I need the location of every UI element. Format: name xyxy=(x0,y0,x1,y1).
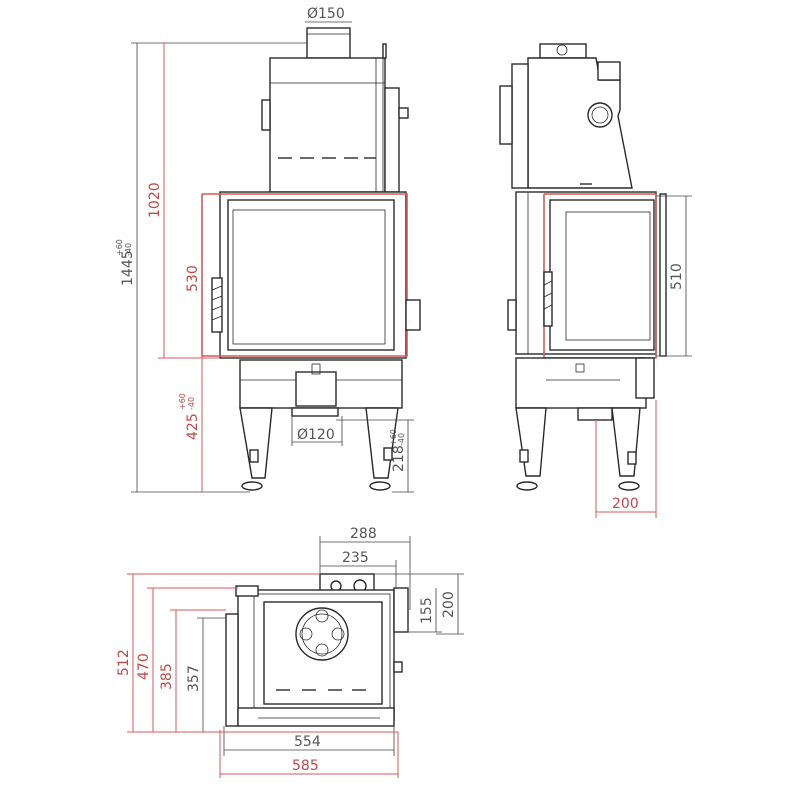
front-upper-body xyxy=(269,57,386,193)
front-dimensions: Ø150 1445 +60 -40 1020 530 425 +60 -40 Ø… xyxy=(115,6,414,493)
dim-top-288: 288 xyxy=(350,526,377,542)
front-air-inlet-box xyxy=(295,371,337,407)
svg-text:-40: -40 xyxy=(187,397,196,410)
dim-1020: 1020 xyxy=(147,182,163,218)
svg-text:+60: +60 xyxy=(389,429,398,446)
front-firebox xyxy=(219,191,407,359)
dim-depth-357: 357 xyxy=(186,665,202,692)
side-dimensions: 510 200 xyxy=(595,195,692,518)
dim-depth-385: 385 xyxy=(159,663,175,690)
dim-depth-470: 470 xyxy=(136,653,152,680)
dim-air-inlet-diameter: Ø120 xyxy=(297,427,335,443)
side-leg-right xyxy=(611,407,641,477)
svg-text:+60: +60 xyxy=(115,239,124,256)
side-leg-left xyxy=(515,407,547,477)
dim-top-200: 200 xyxy=(441,591,457,618)
dim-door-height: 530 xyxy=(185,265,201,292)
side-base xyxy=(515,357,647,409)
dim-width-554: 554 xyxy=(294,734,321,750)
dim-width-585: 585 xyxy=(292,758,319,774)
top-view xyxy=(225,573,409,727)
side-view xyxy=(499,43,667,491)
svg-text:+60: +60 xyxy=(178,393,187,410)
dim-air-inlet-height: 218 xyxy=(391,445,407,472)
side-firebox xyxy=(515,191,657,355)
dim-top-235: 235 xyxy=(342,550,369,566)
dim-total-height: 1445 xyxy=(120,250,136,286)
svg-text:-40: -40 xyxy=(124,243,133,256)
dim-flue-diameter: Ø150 xyxy=(307,6,345,22)
dim-side-offset: 200 xyxy=(612,496,639,512)
top-dimensions: 288 235 155 200 512 470 385 357 xyxy=(116,526,464,778)
dim-top-155: 155 xyxy=(419,597,435,624)
front-view xyxy=(201,27,421,491)
top-flue-ring xyxy=(295,607,349,661)
front-leg-left xyxy=(239,407,273,479)
dim-base-height: 425 xyxy=(185,413,201,440)
front-flue-collar xyxy=(306,27,351,59)
svg-text:-40: -40 xyxy=(397,433,406,446)
dim-depth-512: 512 xyxy=(116,649,132,676)
dim-side-glass-height: 510 xyxy=(669,263,685,290)
top-body xyxy=(237,589,395,721)
